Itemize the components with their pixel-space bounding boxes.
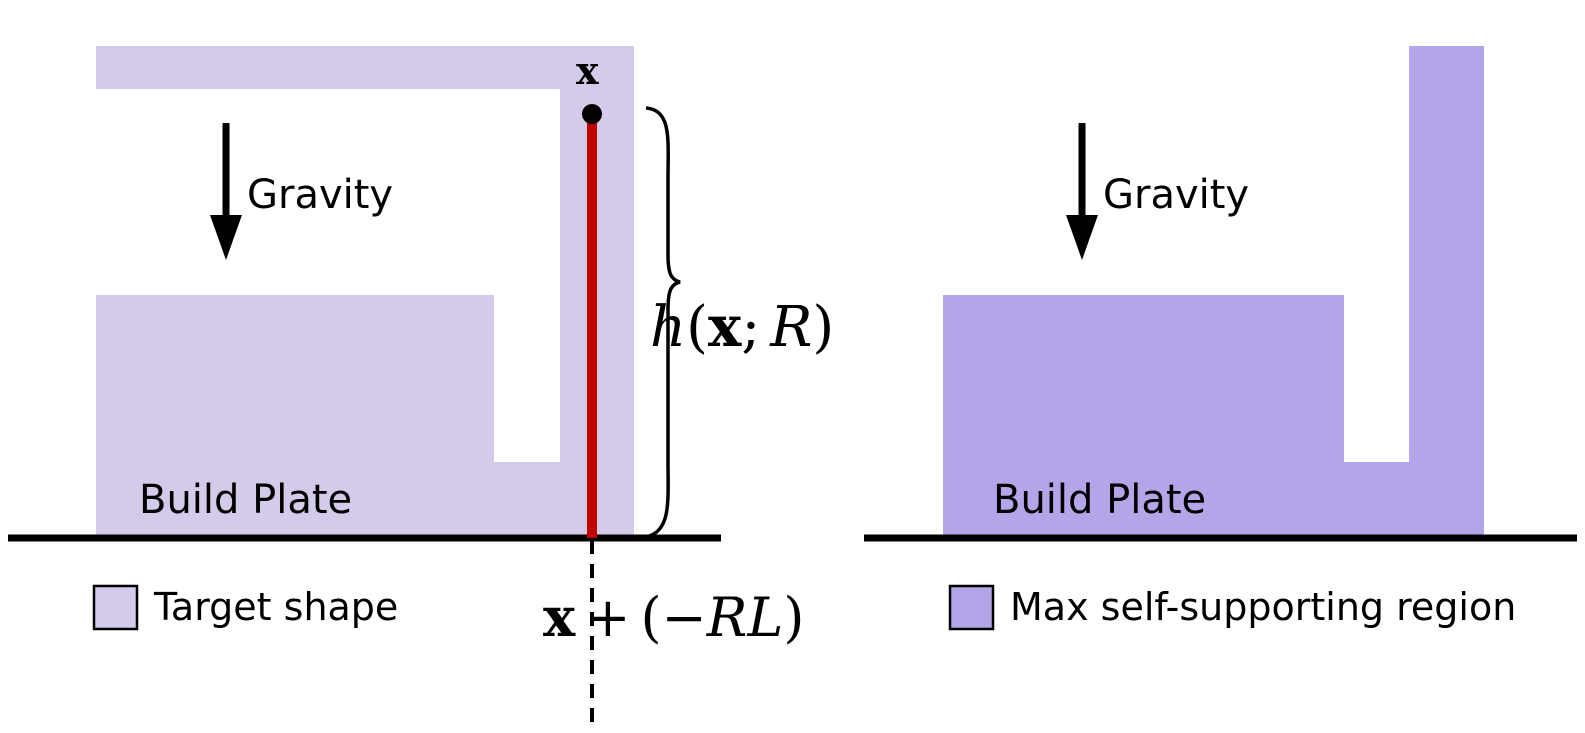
point-x-marker xyxy=(582,104,602,124)
offset-point-label: x+(−RL) xyxy=(543,585,804,649)
gravity-label: Gravity xyxy=(247,172,393,218)
legend-swatch-self-supporting xyxy=(948,584,995,631)
build-plate-label: Build Plate xyxy=(139,477,352,523)
target-shape xyxy=(96,46,634,536)
left-panel: Gravity Build Plate x h(x;R) x+(−RL) Tar… xyxy=(8,46,834,724)
height-brace xyxy=(639,106,681,540)
build-plate-label-right: Build Plate xyxy=(993,477,1206,523)
legend-label-target-shape: Target shape xyxy=(153,585,398,629)
height-function-label: h(x;R) xyxy=(650,294,834,360)
gravity-label-right: Gravity xyxy=(1103,172,1249,218)
point-x-label: x xyxy=(576,48,599,93)
gravity-arrow-right xyxy=(1066,123,1098,260)
legend-swatch-target-shape xyxy=(92,584,139,631)
legend-label-self-supporting: Max self-supporting region xyxy=(1010,585,1516,629)
gravity-arrow xyxy=(210,123,242,260)
self-supporting-region xyxy=(943,46,1484,536)
right-panel: Gravity Build Plate Max self-supporting … xyxy=(864,46,1577,631)
